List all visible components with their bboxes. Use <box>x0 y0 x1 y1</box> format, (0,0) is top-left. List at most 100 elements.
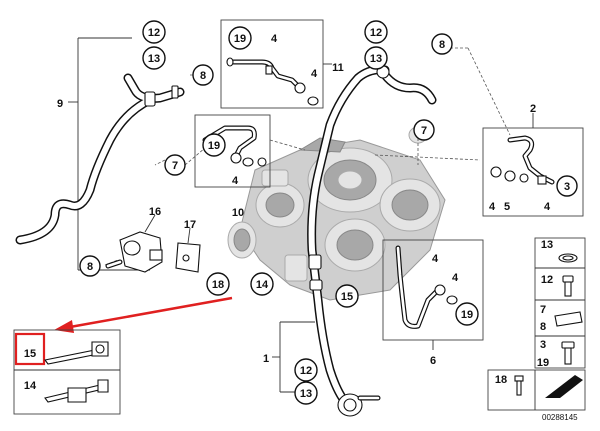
callout-label: 11 <box>332 62 344 74</box>
callout-label: 12 <box>148 27 160 39</box>
callout-c4d: 4 <box>489 201 496 213</box>
callout-c7b: 7 <box>413 119 435 141</box>
callout-label: 5 <box>504 201 510 213</box>
callout-c17: 17 <box>184 219 196 231</box>
turbocharger-assembly <box>227 126 446 301</box>
callout-c15a: 15 <box>335 284 359 308</box>
legend-label-l13: 13 <box>541 239 553 251</box>
callout-label: 8 <box>200 70 206 82</box>
callout-c16: 16 <box>149 206 161 218</box>
legend-bolt-12-shank <box>564 281 572 297</box>
group-1-bracket <box>272 321 315 393</box>
callout-circle <box>202 133 226 157</box>
callout-label: 16 <box>149 206 161 218</box>
callout-circle <box>455 302 479 326</box>
legend-label-l18: 18 <box>495 374 507 386</box>
callout-c19a: 19 <box>228 26 252 50</box>
callout-label: 2 <box>530 103 536 115</box>
callout-c12c: 12 <box>294 358 318 382</box>
callout-label: 4 <box>452 272 459 284</box>
pipe-11 <box>226 57 319 106</box>
callout-circle <box>431 33 453 55</box>
callout-label: 19 <box>208 140 220 152</box>
callout-label: 15 <box>24 348 36 360</box>
highlight-box-15 <box>14 332 46 366</box>
callout-c9: 9 <box>57 98 63 110</box>
legend-ring-13-inner <box>562 255 574 261</box>
leader-17 <box>187 227 191 244</box>
callout-label: 19 <box>234 33 246 45</box>
callout-c4b: 4 <box>311 68 318 80</box>
callout-c19c: 19 <box>455 302 479 326</box>
callout-label: 18 <box>212 279 224 291</box>
callout-circle <box>79 255 101 277</box>
callout-c12a: 12 <box>142 20 166 44</box>
callout-label: 6 <box>430 355 436 367</box>
callout-c2: 2 <box>530 103 536 115</box>
callout-c4g: 4 <box>452 272 459 284</box>
callout-label: 14 <box>256 279 269 291</box>
callout-circle <box>294 358 318 382</box>
pipe-7 <box>202 125 267 167</box>
parts-legend <box>487 237 586 411</box>
callout-c4e: 4 <box>544 201 551 213</box>
callout-label: 8 <box>87 261 93 273</box>
callout-label: 4 <box>544 201 551 213</box>
callout-c10: 10 <box>232 207 244 219</box>
legend-label-l12: 12 <box>541 274 553 286</box>
callout-label: 7 <box>421 125 427 137</box>
diagram-number: 00288145 <box>542 413 578 422</box>
callout-label: 17 <box>184 219 196 231</box>
callout-c12b: 12 <box>364 20 388 44</box>
callout-c8b: 8 <box>431 33 453 55</box>
callout-c4f: 4 <box>432 253 439 265</box>
hose-8-top <box>376 65 437 105</box>
callout-label: 4 <box>271 33 278 45</box>
callout-label: 4 <box>432 253 439 265</box>
callout-label: 13 <box>300 388 312 400</box>
callout-c4c: 4 <box>232 175 239 187</box>
callout-c4a: 4 <box>271 33 278 45</box>
callout-c14a: 14 <box>250 272 274 296</box>
callout-c13c: 13 <box>294 381 318 405</box>
callout-circle <box>142 20 166 44</box>
callout-circle <box>206 272 230 296</box>
group-7-box <box>194 114 271 188</box>
legend-screw-18-head <box>514 375 524 382</box>
pump-16 <box>105 231 163 273</box>
callout-circle <box>142 46 166 70</box>
callout-label: 10 <box>232 207 244 219</box>
legend-label-l7: 7 <box>540 304 546 316</box>
callout-label: 3 <box>564 181 570 193</box>
callout-c15b: 15 <box>24 348 36 360</box>
callout-circle <box>413 119 435 141</box>
callout-label: 13 <box>148 53 160 65</box>
hose-9 <box>15 73 185 245</box>
callout-circle <box>556 175 578 197</box>
legend-label-l8: 8 <box>540 321 546 333</box>
legend-screw-18-shank <box>516 380 522 396</box>
callout-label: 4 <box>311 68 318 80</box>
callout-label: 12 <box>370 27 382 39</box>
callout-c6: 6 <box>430 355 436 367</box>
callout-c19b: 19 <box>202 133 226 157</box>
callout-label: 4 <box>232 175 239 187</box>
callout-label: 19 <box>461 309 473 321</box>
callout-circle <box>250 272 274 296</box>
legend-clamp-7-8 <box>554 311 583 327</box>
callout-label: 12 <box>300 365 312 377</box>
callout-c5: 5 <box>504 201 510 213</box>
callout-c11: 11 <box>332 62 344 74</box>
callout-c8c: 8 <box>79 255 101 277</box>
group-cable-ties-box <box>13 329 121 415</box>
pipe-6 <box>395 245 458 329</box>
callout-label: 7 <box>172 160 178 172</box>
callout-circle <box>294 381 318 405</box>
callout-c14b: 14 <box>24 380 37 392</box>
cable-tie-15 <box>44 341 109 365</box>
callout-circle <box>364 20 388 44</box>
callout-c7a: 7 <box>164 154 186 176</box>
